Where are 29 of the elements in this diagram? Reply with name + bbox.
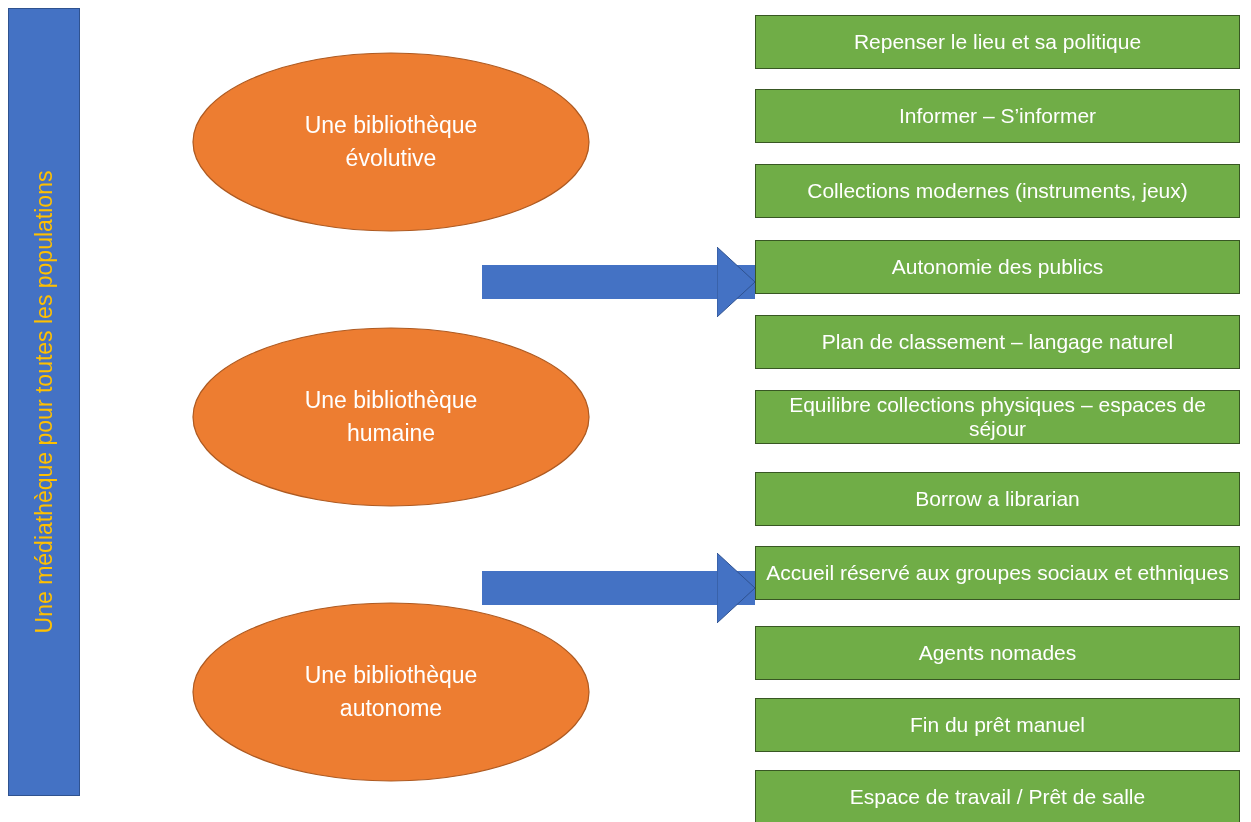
title-bar [8, 8, 80, 796]
topic-box [755, 89, 1240, 143]
box-label: Informer – S’informer [897, 104, 1098, 128]
topic-box [755, 15, 1240, 69]
topic-box [755, 315, 1240, 369]
box-label: Equilibre collections physiques – espaces de séjour [788, 393, 1207, 441]
ellipse-label: Une bibliothèque évolutive [303, 110, 479, 173]
block-arrow [482, 246, 756, 318]
box-label: Collections modernes (instruments, jeux) [806, 179, 1189, 203]
topic-box [755, 546, 1240, 600]
box-label: Agents nomades [917, 641, 1078, 665]
topic-box [755, 626, 1240, 680]
topic-box [755, 472, 1240, 526]
bar-title: Une médiathèque pour toutes les populations [30, 170, 58, 634]
topic-box [755, 164, 1240, 218]
box-label: Espace de travail / Prêt de salle [848, 785, 1147, 809]
box-label: Autonomie des publics [890, 255, 1105, 279]
topic-box [755, 240, 1240, 294]
box-label: Repenser le lieu et sa politique [852, 30, 1143, 54]
ellipse-label: Une bibliothèque autonome [303, 660, 479, 723]
topic-box [755, 390, 1240, 444]
box-label: Plan de classement – langage naturel [820, 330, 1175, 354]
box-label: Fin du prêt manuel [908, 713, 1087, 737]
box-label: Accueil réservé aux groupes sociaux et ethniques [765, 561, 1230, 585]
box-label: Borrow a librarian [914, 487, 1081, 511]
topic-box [755, 770, 1240, 822]
topic-box [755, 698, 1240, 752]
ellipse-label: Une bibliothèque humaine [303, 385, 479, 448]
block-arrow [482, 552, 756, 624]
